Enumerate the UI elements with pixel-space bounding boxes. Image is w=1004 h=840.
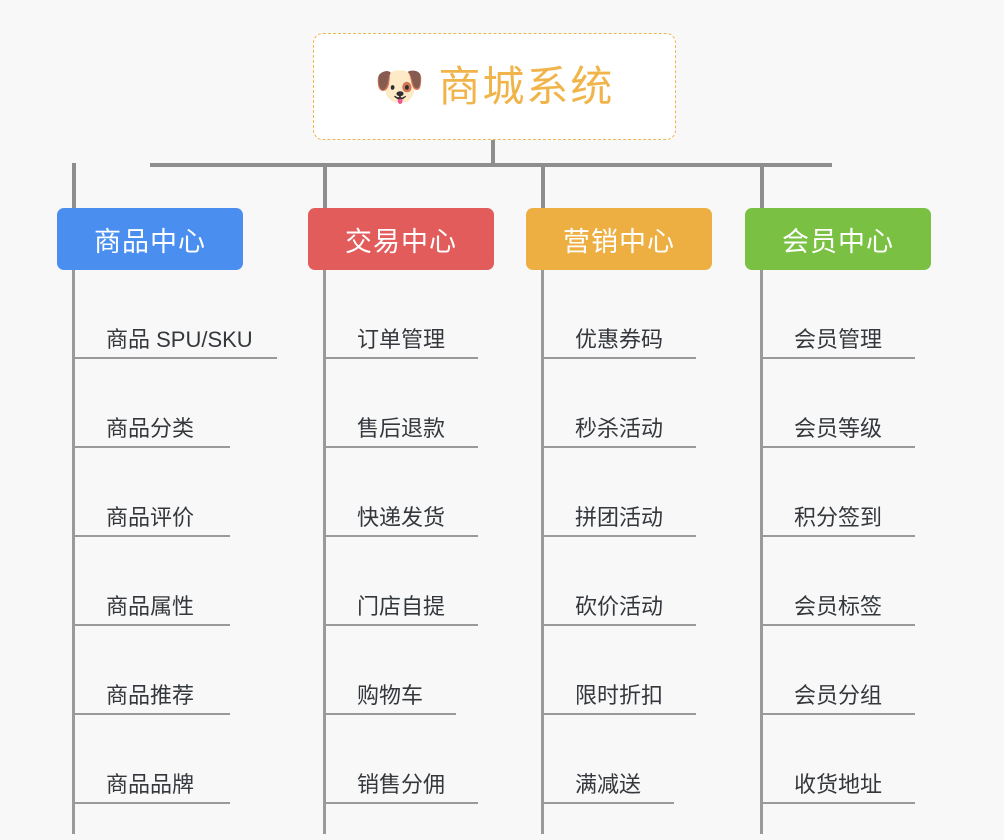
leaf-item-label: 会员等级: [794, 415, 883, 441]
leaf-item-label: 快递发货: [357, 504, 446, 530]
category-box-member-center[interactable]: 会员中心: [745, 208, 931, 270]
leaf-item-label: 满减送: [575, 771, 642, 797]
leaf-item[interactable]: 拼团活动: [541, 448, 696, 537]
connector-root-stem: [491, 140, 495, 165]
leaf-item[interactable]: 满减送: [541, 715, 674, 804]
leaf-item[interactable]: 秒杀活动: [541, 359, 696, 448]
leaf-item-label: 优惠券码: [575, 326, 664, 352]
connector-horizontal-bus: [150, 163, 832, 167]
leaf-item-label: 商品推荐: [106, 682, 195, 708]
leaf-item-label: 拼团活动: [575, 504, 664, 530]
leaf-item[interactable]: 订单管理: [323, 270, 478, 359]
leaf-item-label: 商品品牌: [106, 771, 195, 797]
leaf-item[interactable]: 商品品牌: [72, 715, 230, 804]
leaf-item[interactable]: 优惠券码: [541, 270, 696, 359]
connector-drop-marketing-center: [541, 163, 545, 208]
branch-trunk-member-center: [760, 270, 763, 834]
category-box-marketing-center[interactable]: 营销中心: [526, 208, 712, 270]
leaf-item[interactable]: 商品属性: [72, 537, 230, 626]
leaf-item-label: 售后退款: [357, 415, 446, 441]
leaf-item[interactable]: 限时折扣: [541, 626, 696, 715]
connector-drop-product-center: [72, 163, 76, 208]
leaf-item-label: 商品 SPU/SKU: [106, 326, 253, 352]
leaf-item[interactable]: 收货地址: [760, 715, 915, 804]
category-label: 商品中心: [94, 226, 206, 257]
root-node-title: 商城系统: [438, 62, 615, 110]
leaf-item[interactable]: 会员管理: [760, 270, 915, 359]
leaf-item[interactable]: 商品 SPU/SKU: [72, 270, 277, 359]
leaf-item[interactable]: 快递发货: [323, 448, 478, 537]
leaf-item-label: 砍价活动: [575, 593, 664, 619]
leaf-item-label: 会员标签: [794, 593, 883, 619]
category-label: 会员中心: [782, 226, 894, 257]
leaf-item[interactable]: 销售分佣: [323, 715, 478, 804]
leaf-item[interactable]: 会员分组: [760, 626, 915, 715]
category-label: 交易中心: [345, 226, 457, 257]
branch-trunk-product-center: [72, 270, 75, 834]
leaf-item-label: 商品分类: [106, 415, 195, 441]
leaf-item[interactable]: 会员等级: [760, 359, 915, 448]
leaf-item[interactable]: 购物车: [323, 626, 456, 715]
branch-trunk-marketing-center: [541, 270, 544, 834]
leaf-item-label: 收货地址: [794, 771, 883, 797]
leaf-item[interactable]: 商品推荐: [72, 626, 230, 715]
leaf-item-label: 商品评价: [106, 504, 195, 530]
category-box-product-center[interactable]: 商品中心: [57, 208, 243, 270]
connector-drop-trade-center: [323, 163, 327, 208]
leaf-item[interactable]: 门店自提: [323, 537, 478, 626]
branch-trunk-trade-center: [323, 270, 326, 834]
leaf-item-label: 购物车: [357, 682, 424, 708]
leaf-item-label: 门店自提: [357, 593, 446, 619]
leaf-item-label: 秒杀活动: [575, 415, 664, 441]
leaf-item-label: 销售分佣: [357, 771, 446, 797]
leaf-item[interactable]: 积分签到: [760, 448, 915, 537]
root-node-shop-system[interactable]: 🐶 商城系统: [313, 33, 676, 140]
category-box-trade-center[interactable]: 交易中心: [308, 208, 494, 270]
leaf-item-label: 积分签到: [794, 504, 883, 530]
leaf-item[interactable]: 售后退款: [323, 359, 478, 448]
leaf-item[interactable]: 会员标签: [760, 537, 915, 626]
leaf-item-label: 会员管理: [794, 326, 883, 352]
connector-drop-member-center: [760, 163, 764, 208]
leaf-item-label: 限时折扣: [575, 682, 664, 708]
leaf-item[interactable]: 商品评价: [72, 448, 230, 537]
leaf-item[interactable]: 商品分类: [72, 359, 230, 448]
leaf-item-label: 商品属性: [106, 593, 195, 619]
leaf-item[interactable]: 砍价活动: [541, 537, 696, 626]
leaf-item-label: 订单管理: [357, 326, 446, 352]
leaf-item-label: 会员分组: [794, 682, 883, 708]
category-label: 营销中心: [563, 226, 675, 257]
dog-face-icon: 🐶: [374, 64, 425, 109]
